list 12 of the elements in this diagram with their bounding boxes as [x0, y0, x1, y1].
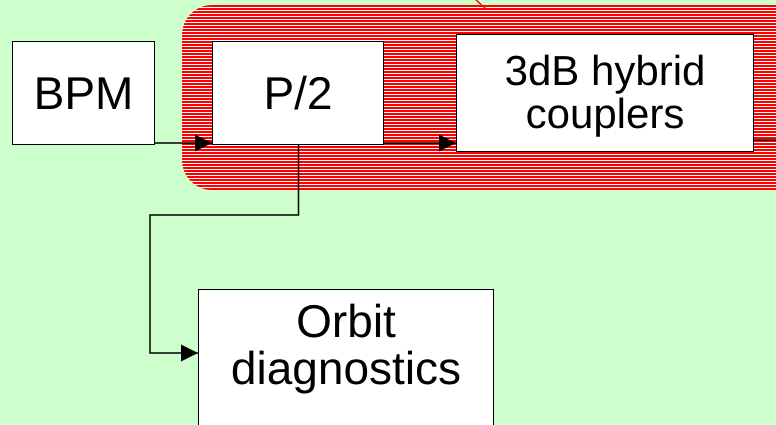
box-label: 3dB hybrid couplers — [504, 50, 706, 136]
process-box — [198, 289, 494, 425]
process-box — [456, 34, 754, 152]
box-label: Orbit diagnostics — [230, 298, 462, 392]
box-label: P/2 — [263, 70, 333, 116]
arrow — [384, 134, 456, 152]
arrow — [149, 145, 300, 362]
arrow — [155, 134, 212, 152]
box-label: BPM — [34, 70, 134, 116]
process-box — [212, 41, 384, 145]
highlight-region — [182, 5, 776, 190]
process-box — [12, 41, 155, 145]
